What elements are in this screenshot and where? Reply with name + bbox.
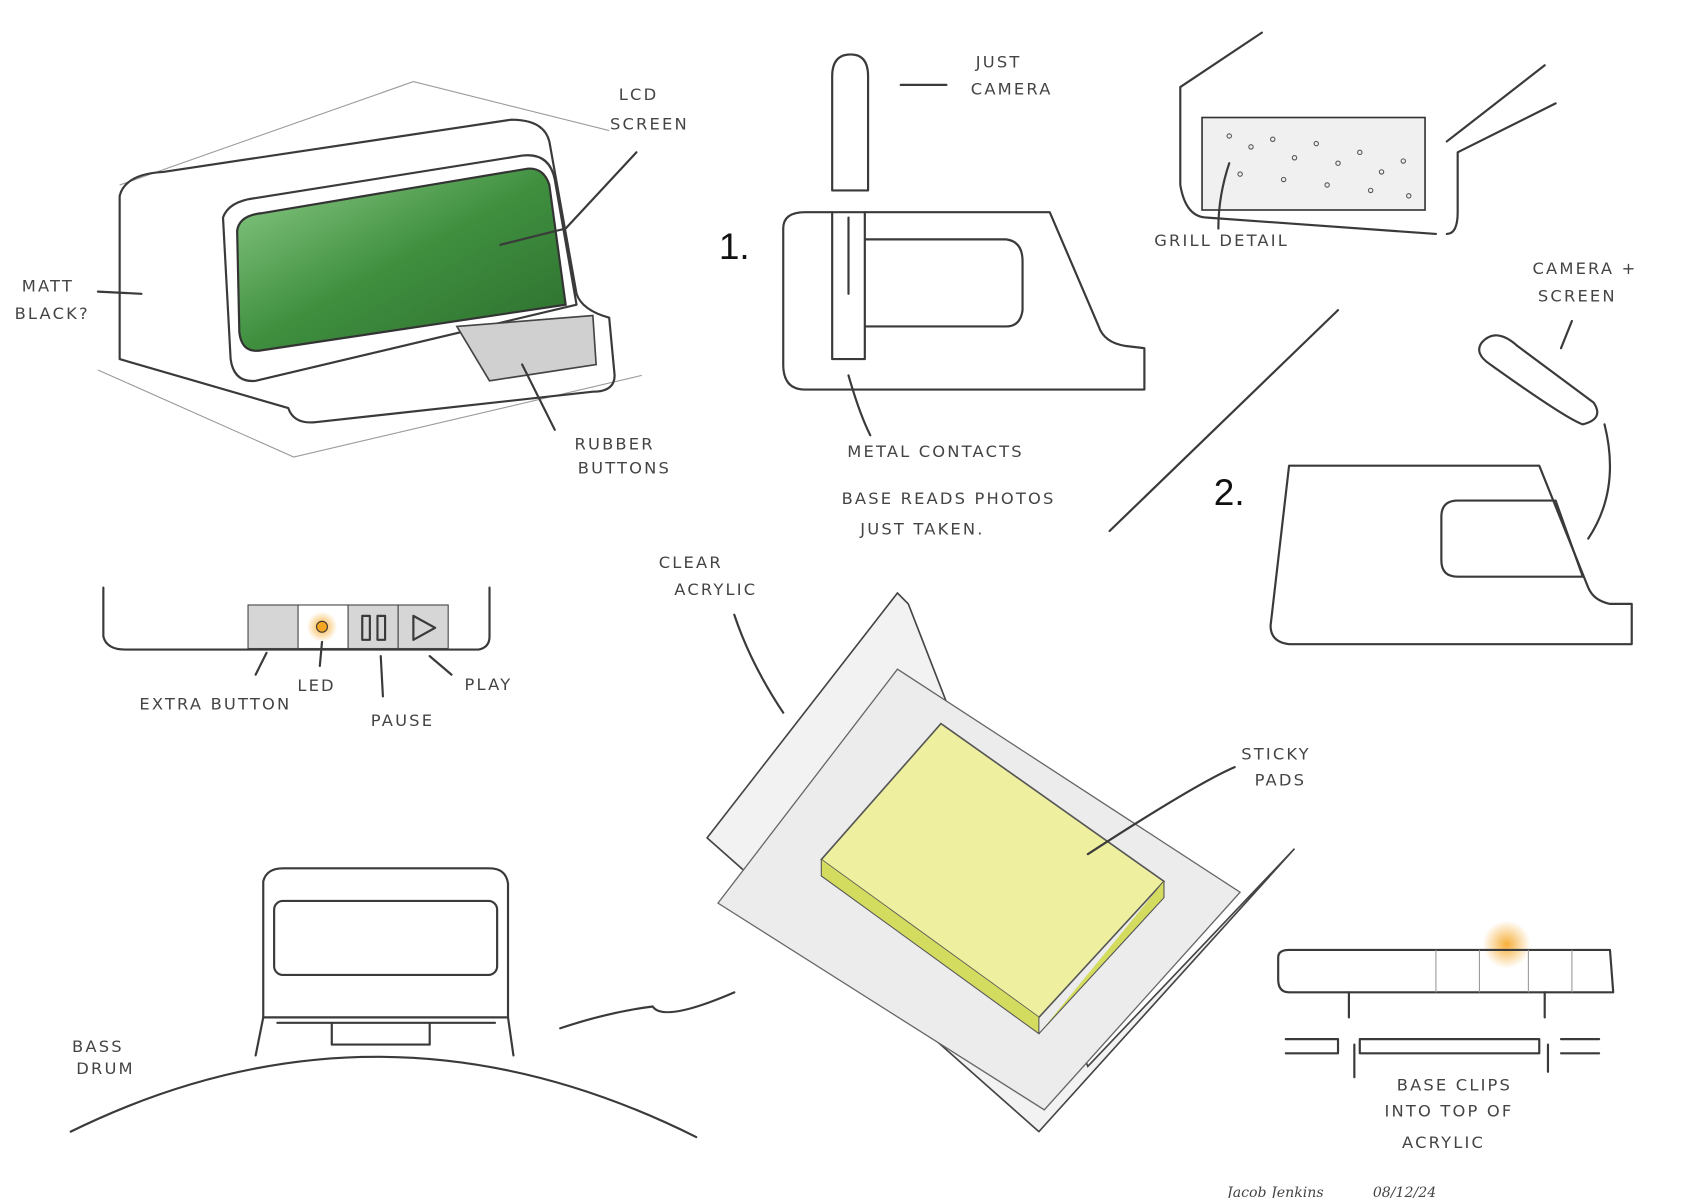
side-view-sketch-1 [782,53,1146,437]
label-acrylic: ACRYLIC [674,580,757,599]
extra-button [247,604,299,650]
label-matt: MATT [22,277,74,296]
label-pads: PADS [1255,771,1307,790]
label-lcd: LCD [619,85,659,104]
label-base-reads: BASE READS PHOTOS [842,489,1056,508]
label-rubber: RUBBER [574,434,654,453]
label-play: PLAY [465,675,513,694]
led-indicator [316,620,328,633]
label-base-clips: BASE CLIPS [1397,1075,1512,1094]
label-black: BLACK? [15,304,90,323]
play-icon [412,614,437,641]
signature-date: 08/12/24 [1373,1185,1436,1198]
label-extra-button: EXTRA BUTTON [139,694,291,713]
label-screen-2: SCREEN [1538,286,1617,305]
label-bass: BASS [72,1037,124,1056]
pause-icon [361,614,387,641]
lcd-screen [236,167,567,352]
option-number-1: 1. [719,226,750,267]
label-buttons: BUTTONS [578,458,671,477]
side-view-sketch-2 [1108,309,1633,646]
rubber-buttons [455,314,597,382]
label-grill-detail: GRILL DETAIL [1154,231,1289,250]
pause-button [347,604,399,650]
bass-drum-front-sketch [69,867,736,1139]
label-drum: DRUM [76,1059,135,1078]
device-perspective-sketch [96,81,642,458]
option-number-2: 2. [1214,472,1245,513]
label-acrylic-2: ACRYLIC [1402,1133,1485,1152]
label-into-top: INTO TOP OF [1385,1101,1514,1120]
label-camera: CAMERA [971,80,1053,99]
label-just-taken: JUST TAKEN. [859,519,984,538]
label-pause: PAUSE [371,711,434,730]
label-camera-plus: CAMERA + [1532,259,1637,278]
label-metal-contacts: METAL CONTACTS [847,442,1024,461]
label-clear: CLEAR [659,553,723,572]
buttons-detail-sketch [102,586,491,698]
play-button [397,604,449,650]
label-screen: SCREEN [610,114,689,133]
grill-detail-sketch [1179,31,1557,236]
base-clips-sketch [1277,920,1615,1079]
label-sticky: STICKY [1241,744,1311,763]
label-led: LED [297,676,335,695]
signature-name: Jacob Jenkins [1224,1185,1324,1198]
acrylic-case-sketch [705,591,1296,1133]
label-just: JUST [975,52,1022,71]
